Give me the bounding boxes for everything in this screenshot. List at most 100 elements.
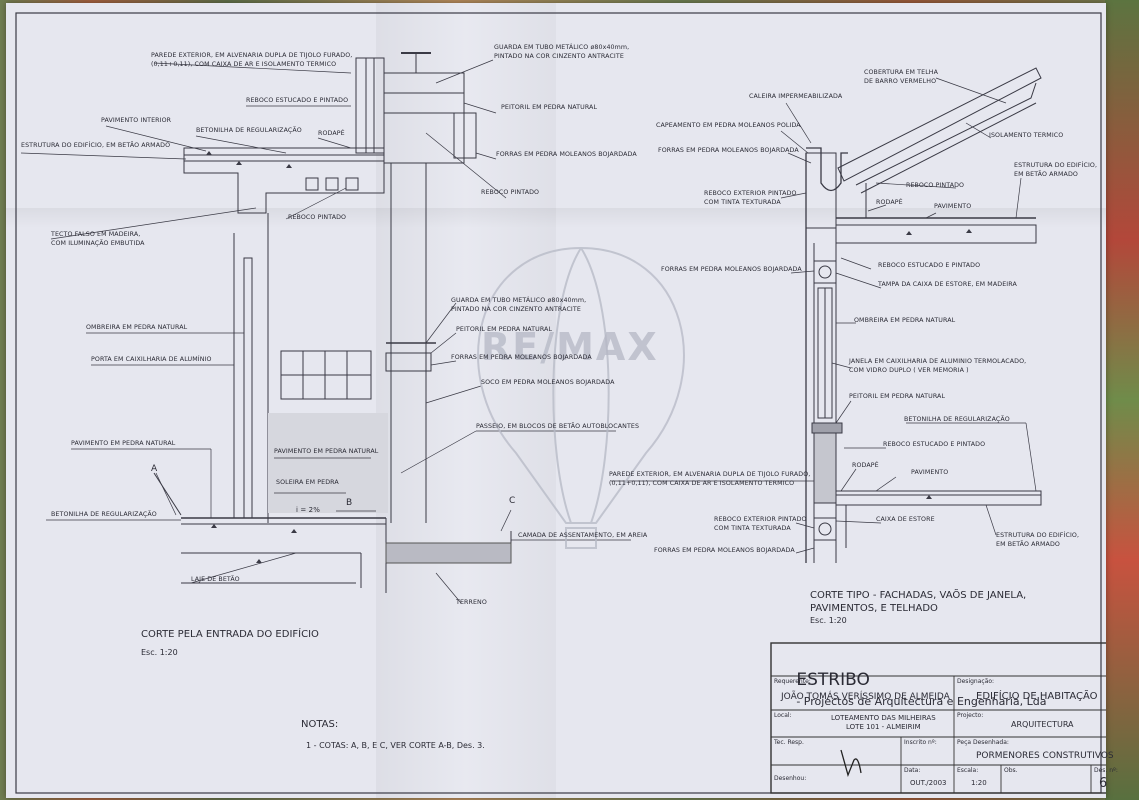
- pavement-blocks: [385, 542, 512, 564]
- label-terreno: TERRENO: [456, 599, 487, 606]
- right-section-title: CORTE TIPO - FACHADAS, VAÕS DE JANELA, P…: [810, 590, 1027, 614]
- label-caleira: CALEIRA IMPERMEABILIZADA: [749, 93, 843, 100]
- des-label: Des. nº:: [1094, 767, 1118, 774]
- inscrito-label: Inscrito nº:: [904, 739, 937, 746]
- fold-shade: [376, 3, 556, 798]
- floor-slab-right: [835, 490, 1042, 506]
- label-estrutura: ESTRUTURA DO EDIFÍCIO, EM BETÃO ARMADO: [21, 142, 171, 149]
- company-name: ESTRIBO - Projectos de Arquitectura e En…: [796, 670, 1047, 708]
- escala-value: 1:20: [971, 779, 987, 787]
- label-forras-r1: FORRAS EM PEDRA MOLEANOS BOJARDADA: [658, 147, 799, 154]
- label-rodape-r2: RODAPÉ: [852, 462, 879, 469]
- notes-heading: NOTAS:: [301, 719, 339, 730]
- label-betonilha: BETONILHA DE REGULARIZAÇÃO: [196, 127, 302, 134]
- label-parede-exterior-r: PAREDE EXTERIOR, EM ALVENARIA DUPLA DE T…: [609, 471, 811, 487]
- label-forras-r2: FORRAS EM PEDRA MOLEANOS BOJARDADA: [661, 266, 802, 273]
- label-forras-2: FORRAS EM PEDRA MOLEANOS BOJARDADA: [451, 354, 592, 361]
- label-caixa-estore: CAIXA DE ESTORE: [876, 516, 935, 523]
- label-guarda-1: GUARDA EM TUBO METÁLICO ø80x40mm, PINTAD…: [494, 44, 630, 60]
- label-soleira: SOLEIRA EM PEDRA: [276, 479, 339, 486]
- right-section-scale: Esc. 1:20: [810, 616, 847, 625]
- concrete-marks: [206, 151, 972, 563]
- label-reboco-exterior-1: REBOCO EXTERIOR PINTADO COM TINTA TEXTUR…: [704, 190, 797, 206]
- label-reboco-estucado-r1: REBOCO ESTUCADO E PINTADO: [878, 262, 981, 269]
- label-ombreira-r: OMBREIRA EM PEDRA NATURAL: [854, 317, 956, 324]
- marker-a: A: [151, 464, 158, 474]
- label-pavimento-r1: PAVIMENTO: [934, 203, 972, 210]
- left-section-scale: Esc. 1:20: [141, 648, 178, 657]
- drawing-sheet: RE/MAX PAREDE EXTERIOR, EM ALVENARIA DUP…: [6, 3, 1118, 798]
- label-laje: LAJE DE BETÃO: [191, 576, 240, 583]
- label-guarda-2: GUARDA EM TUBO METÁLICO ø80x40mm, PINTAD…: [451, 297, 587, 313]
- label-isolamento: ISOLAMENTO TERMICO: [989, 132, 1064, 139]
- label-rodape: RODAPÉ: [318, 130, 345, 137]
- marker-c: C: [509, 496, 516, 506]
- marker-b: B: [346, 498, 353, 508]
- obs-label: Obs.: [1004, 767, 1018, 774]
- watermark-text: RE/MAX: [481, 325, 659, 369]
- data-value: OUT./2003: [910, 779, 947, 787]
- label-estrutura-r2: ESTRUTURA DO EDIFÍCIO, EM BETÃO ARMADO: [996, 532, 1080, 548]
- label-betonilha-2: BETONILHA DE REGULARIZAÇÃO: [51, 511, 157, 518]
- label-rodape-r1: RODAPÉ: [876, 199, 903, 206]
- roof-tiles: [837, 67, 1042, 194]
- shutter-box-bottom: [813, 517, 837, 541]
- local-label: Local:: [774, 712, 792, 719]
- label-reboco-pintado-r: REBOCO PINTADO: [906, 182, 965, 189]
- label-soco: SOCO EM PEDRA MOLEANOS BOJARDADA: [481, 379, 615, 386]
- technical-drawing: [15, 12, 1106, 794]
- label-peitoril-2: PEITORIL EM PEDRA NATURAL: [456, 326, 553, 333]
- mailboxes: [280, 350, 372, 400]
- label-peitoril-1: PEITORIL EM PEDRA NATURAL: [501, 104, 598, 111]
- label-reboco-pintado: REBOCO PINTADO: [288, 214, 347, 221]
- peca-label: Peça Desenhada:: [957, 739, 1009, 746]
- label-tampa: TAMPA DA CAIXA DE ESTORE, EM MADEIRA: [878, 281, 1017, 288]
- local-value: LOTEAMENTO DAS MILHEIRAS LOTE 101 - ALME…: [831, 714, 936, 731]
- peca-value: PORMENORES CONSTRUTIVOS: [976, 751, 1114, 761]
- label-capeamento: CAPEAMENTO EM PEDRA MOLEANOS POLIDA: [656, 122, 801, 129]
- requerente-label: Requerente:: [774, 678, 811, 685]
- label-forras-r3: FORRAS EM PEDRA MOLEANOS BOJARDADA: [654, 547, 795, 554]
- notes-text: 1 - COTAS: A, B, E C, VER CORTE A-B, Des…: [306, 741, 485, 750]
- shutter-box-top: [813, 260, 837, 284]
- label-ombreira: OMBREIRA EM PEDRA NATURAL: [86, 324, 188, 331]
- designacao-value: EDIFÍCIO DE HABITAÇÃO: [976, 691, 1098, 702]
- projecto-label: Projecto:: [957, 712, 984, 719]
- des-value: 6: [1099, 776, 1108, 791]
- designacao-label: Designação:: [957, 678, 995, 685]
- label-reboco-pintado-2: REBOCO PINTADO: [481, 189, 540, 196]
- drawing-border: [15, 12, 1102, 794]
- label-passeio: PASSEIO, EM BLOCOS DE BETÃO AUTOBLOCANTE…: [476, 423, 640, 430]
- label-camada: CAMADA DE ASSENTAMENTO, EM AREIA: [518, 532, 648, 539]
- label-pavimento-pedra-2: PAVIMENTO EM PEDRA NATURAL: [274, 448, 379, 455]
- slope-label: i = 2%: [296, 506, 320, 514]
- tec-resp-label: Tec. Resp.: [774, 739, 804, 746]
- label-reboco-estucado: REBOCO ESTUCADO E PINTADO: [246, 97, 349, 104]
- tablecloth-right: [1105, 0, 1139, 800]
- label-pavimento-pedra: PAVIMENTO EM PEDRA NATURAL: [71, 440, 176, 447]
- label-parede-exterior: PAREDE EXTERIOR, EM ALVENARIA DUPLA DE T…: [151, 52, 353, 68]
- label-porta: PORTA EM CAIXILHARIA DE ALUMÍNIO: [91, 356, 212, 363]
- label-cobertura: COBERTURA EM TELHA DE BARRO VERMELHO: [864, 69, 939, 85]
- fold-shade-2: [6, 208, 1106, 228]
- label-peitoril-r: PEITORIL EM PEDRA NATURAL: [849, 393, 946, 400]
- left-section-title: CORTE PELA ENTRADA DO EDIFÍCIO: [141, 629, 319, 640]
- parapet-block: [383, 72, 465, 164]
- desenhou-label: Desenhou:: [774, 775, 807, 782]
- label-reboco-estucado-r2: REBOCO ESTUCADO E PINTADO: [883, 441, 986, 448]
- requerente-value: JOÃO TOMÁS VERÍSSIMO DE ALMEIDA: [781, 692, 950, 702]
- label-pavimento-r2: PAVIMENTO: [911, 469, 949, 476]
- watermark-balloon: [477, 246, 685, 549]
- floor-slab: [183, 147, 385, 214]
- door-jamb: [243, 257, 253, 519]
- gutter: [806, 147, 848, 192]
- label-pavimento-interior: PAVIMENTO INTERIOR: [101, 117, 172, 124]
- signature: [840, 749, 862, 778]
- projecto-value: ARQUITECTURA: [1011, 720, 1074, 729]
- label-estrutura-r1: ESTRUTURA DO EDIFÍCIO, EM BETÃO ARMADO: [1014, 162, 1098, 178]
- sill: [811, 422, 843, 434]
- upper-wall: [355, 57, 385, 154]
- data-label: Data:: [904, 767, 921, 774]
- label-tecto-falso: TECTO FALSO EM MADEIRA, COM ILUMINAÇÃO E…: [51, 231, 145, 247]
- label-betonilha-r: BETONILHA DE REGULARIZAÇÃO: [904, 416, 1010, 423]
